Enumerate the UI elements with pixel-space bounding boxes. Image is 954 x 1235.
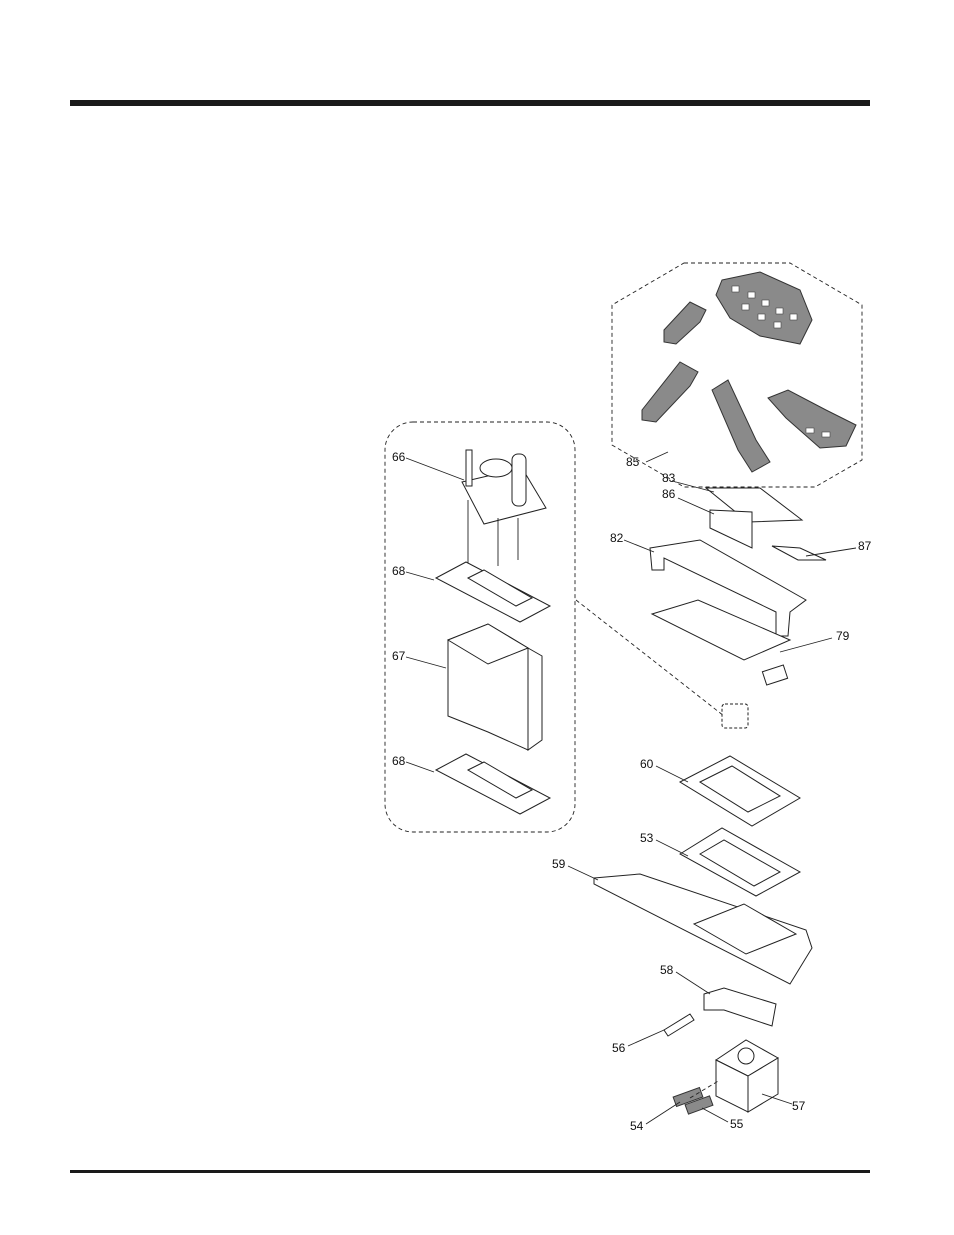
callout-85: 85 xyxy=(626,455,640,469)
leader-82 xyxy=(624,540,654,552)
front-bracket xyxy=(710,510,752,548)
leader-68a xyxy=(406,572,434,580)
burner-inlet xyxy=(762,665,787,685)
log-large xyxy=(716,272,812,344)
callout-87: 87 xyxy=(858,539,872,553)
burner-assembly: 83 86 82 87 79 xyxy=(610,471,872,728)
valve-assembly: 58 56 57 54 55 xyxy=(612,963,806,1133)
firebox-base: 60 53 59 xyxy=(552,756,812,984)
enclosure-side xyxy=(528,648,542,750)
pilot-hood xyxy=(480,459,512,477)
leader-53 xyxy=(656,840,688,856)
log-right xyxy=(768,390,856,448)
leader-60 xyxy=(656,766,688,782)
callout-83: 83 xyxy=(662,471,676,485)
pilot-bracket xyxy=(462,468,546,524)
callout-66: 66 xyxy=(392,450,406,464)
side-shield xyxy=(772,546,826,560)
igniter xyxy=(664,1014,694,1036)
callout-82: 82 xyxy=(610,531,624,545)
leader-67 xyxy=(406,657,446,668)
callout-86: 86 xyxy=(662,487,676,501)
callout-68-bottom: 68 xyxy=(392,754,406,768)
callout-58: 58 xyxy=(660,963,674,977)
leader-55 xyxy=(702,1108,728,1122)
log-center xyxy=(712,380,770,472)
callout-54: 54 xyxy=(630,1119,644,1133)
valve-knob xyxy=(738,1048,754,1064)
callout-56: 56 xyxy=(612,1041,626,1055)
leader-58 xyxy=(676,972,710,994)
callout-57: 57 xyxy=(792,1099,806,1113)
pilot-electrode xyxy=(466,450,472,486)
pilot-tube xyxy=(512,454,526,506)
log-left xyxy=(642,362,698,422)
valve-bracket xyxy=(704,988,776,1026)
callout-53: 53 xyxy=(640,831,654,845)
callout-55: 55 xyxy=(730,1117,744,1131)
leader-86 xyxy=(678,498,714,514)
pilot-detail xyxy=(722,704,748,728)
callout-59: 59 xyxy=(552,857,566,871)
leader-66 xyxy=(406,458,464,480)
log-set-group: 85 xyxy=(612,263,862,487)
callout-79: 79 xyxy=(836,629,850,643)
leader-54 xyxy=(646,1102,680,1124)
callout-67: 67 xyxy=(392,649,406,663)
leader-59 xyxy=(568,866,598,880)
leader-87 xyxy=(806,548,856,556)
log-small xyxy=(664,302,706,344)
callout-68-top: 68 xyxy=(392,564,406,578)
leader-68b xyxy=(406,762,434,772)
leader-85 xyxy=(646,452,668,462)
callout-60: 60 xyxy=(640,757,654,771)
leader-56 xyxy=(628,1030,664,1046)
